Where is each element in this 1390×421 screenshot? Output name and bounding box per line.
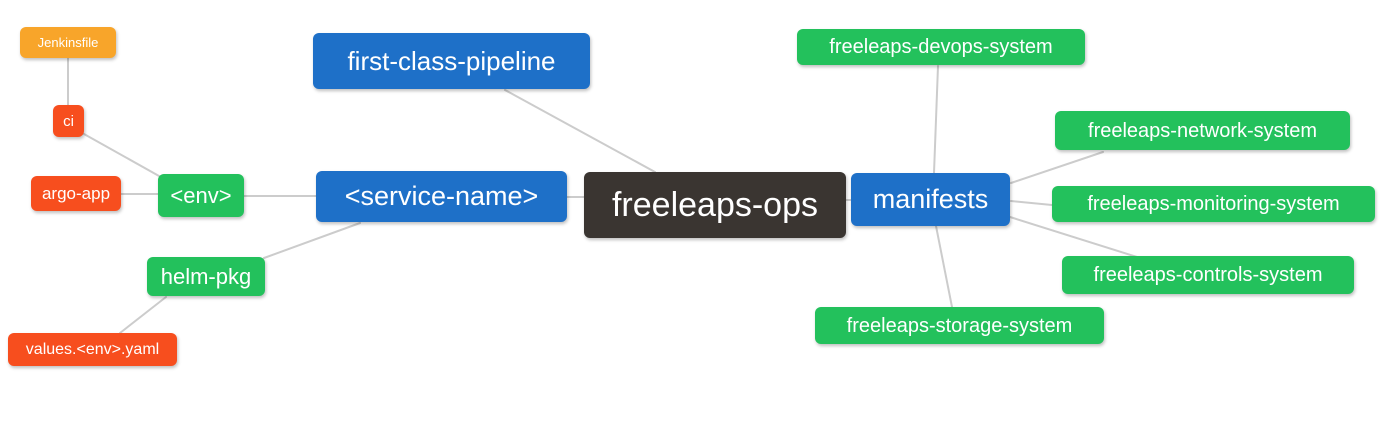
node-env[interactable]: <env>: [158, 174, 244, 217]
node-freeleaps-controls-system[interactable]: freeleaps-controls-system: [1062, 256, 1354, 294]
edge-manifests-storage: [935, 225, 953, 308]
node-jenkinsfile[interactable]: Jenkinsfile: [20, 27, 116, 58]
node-service-name[interactable]: <service-name>: [316, 171, 567, 222]
node-values-env-yaml[interactable]: values.<env>.yaml: [8, 333, 177, 366]
node-helm-pkg[interactable]: helm-pkg: [147, 257, 265, 296]
node-ci[interactable]: ci: [53, 105, 84, 137]
edge-manifests-network: [1010, 151, 1104, 184]
edge-ci-env: [83, 133, 160, 177]
node-first-class-pipeline[interactable]: first-class-pipeline: [313, 33, 590, 89]
node-freeleaps-monitoring-system[interactable]: freeleaps-monitoring-system: [1052, 186, 1375, 222]
edge-values-helm: [119, 296, 167, 334]
edge-pipeline-root: [504, 89, 656, 173]
node-manifests[interactable]: manifests: [851, 173, 1010, 226]
node-freeleaps-devops-system[interactable]: freeleaps-devops-system: [797, 29, 1085, 65]
node-freeleaps-storage-system[interactable]: freeleaps-storage-system: [815, 307, 1104, 344]
edge-manifests-controls: [1009, 216, 1138, 258]
edge-helm-service: [263, 222, 361, 259]
node-argo-app[interactable]: argo-app: [31, 176, 121, 211]
edge-manifests-monitoring: [1010, 200, 1053, 206]
edge-manifests-devops: [933, 65, 939, 174]
node-freeleaps-ops-root[interactable]: freeleaps-ops: [584, 172, 846, 238]
node-freeleaps-network-system[interactable]: freeleaps-network-system: [1055, 111, 1350, 150]
